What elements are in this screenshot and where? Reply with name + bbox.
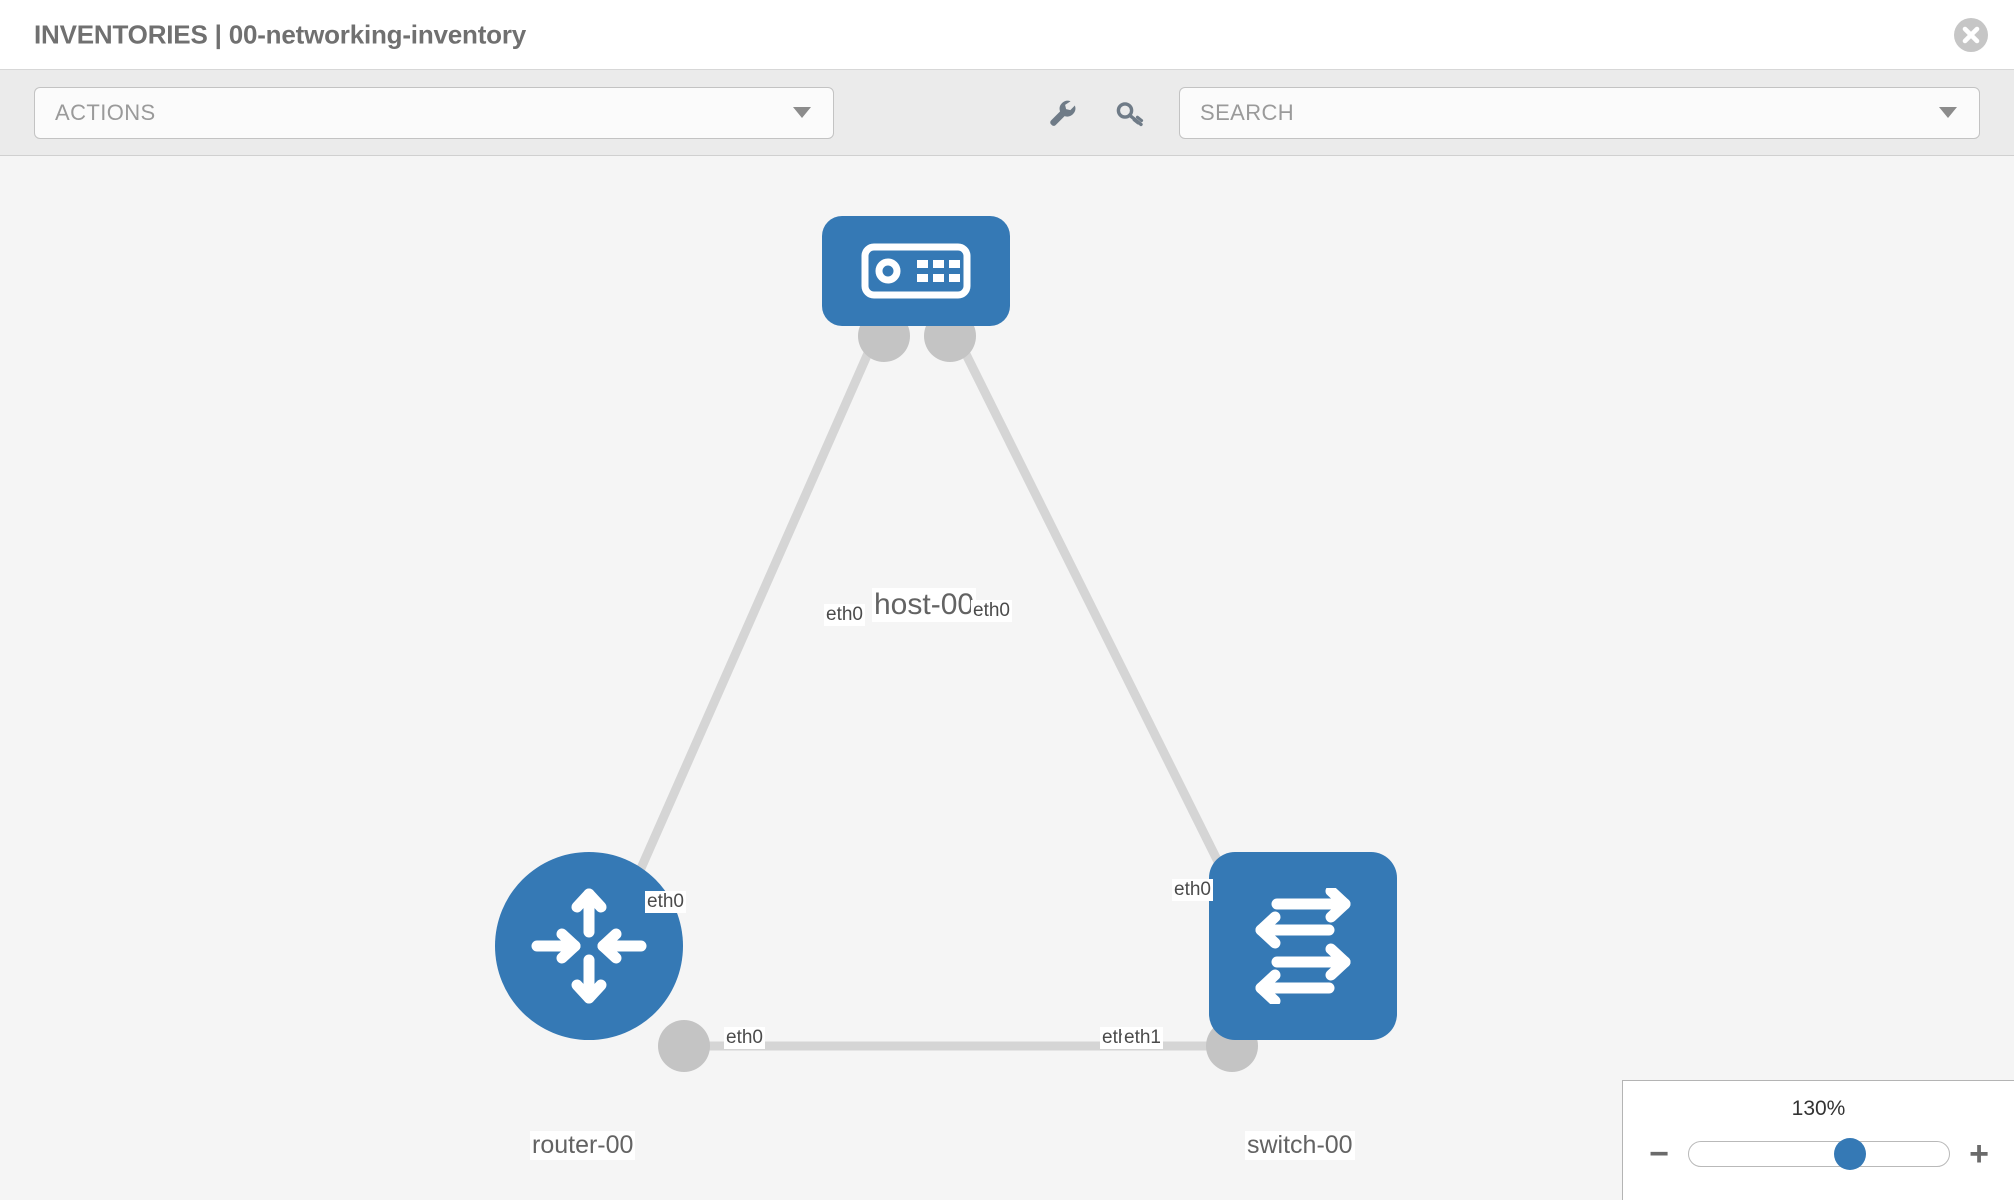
node-router-00-shape[interactable] — [495, 852, 683, 1040]
zoom-control-panel: 130% − + — [1622, 1080, 2014, 1200]
chevron-down-icon — [793, 107, 811, 118]
node-host-00[interactable] — [822, 216, 1010, 326]
zoom-level-label: 130% — [1791, 1097, 1846, 1120]
actions-dropdown[interactable]: ACTIONS — [34, 86, 834, 139]
key-button[interactable] — [1108, 91, 1152, 135]
zoom-control-row: − + — [1623, 1133, 2014, 1175]
node-switch-00-label: switch-00 — [1245, 1131, 1355, 1160]
node-host-00-label: host-00 — [872, 588, 977, 622]
server-device-icon — [861, 243, 971, 299]
edge-label-switch-up: eth0 — [1172, 879, 1213, 901]
zoom-slider[interactable] — [1688, 1138, 1950, 1170]
edge-label-router-up: eth0 — [645, 891, 686, 913]
toolbar: ACTIONS SEARCH — [0, 70, 2014, 156]
wrench-icon — [1050, 100, 1076, 126]
zoom-slider-thumb[interactable] — [1834, 1138, 1867, 1170]
edge-label-switch-side-b: eth1 — [1122, 1027, 1163, 1049]
edge-label-router-side: eth0 — [724, 1027, 765, 1049]
chevron-down-icon — [1939, 107, 1957, 118]
search-input[interactable]: SEARCH — [1179, 86, 1980, 139]
search-placeholder: SEARCH — [1200, 99, 1295, 125]
zoom-in-button[interactable]: + — [1969, 1135, 1989, 1173]
wrench-button[interactable] — [1040, 91, 1084, 135]
connector-router-right[interactable] — [658, 1020, 710, 1072]
link-host-00-switch-00[interactable] — [947, 323, 1250, 919]
node-router-00[interactable] — [495, 852, 683, 1040]
router-arrows-icon — [531, 888, 647, 1004]
page-title: INVENTORIES | 00-networking-inventory — [34, 19, 527, 49]
edge-label-host-left: eth0 — [824, 604, 865, 626]
node-router-00-label: router-00 — [530, 1131, 636, 1160]
key-icon — [1116, 101, 1144, 126]
node-switch-00[interactable] — [1209, 852, 1397, 1040]
close-button[interactable] — [1954, 17, 1988, 52]
close-circle-icon — [1962, 26, 1980, 43]
zoom-out-button[interactable]: − — [1649, 1135, 1669, 1173]
topology-canvas[interactable]: host-00 router-00 — [0, 156, 2014, 1200]
link-host-00-router-00[interactable] — [615, 324, 885, 918]
page-header: INVENTORIES | 00-networking-inventory — [0, 0, 2014, 70]
switch-arrows-icon — [1255, 888, 1351, 1004]
node-host-00-shape[interactable] — [822, 216, 1010, 326]
node-switch-00-shape[interactable] — [1209, 852, 1397, 1040]
edge-label-host-right: eth0 — [971, 600, 1012, 622]
actions-dropdown-label: ACTIONS — [55, 99, 156, 125]
